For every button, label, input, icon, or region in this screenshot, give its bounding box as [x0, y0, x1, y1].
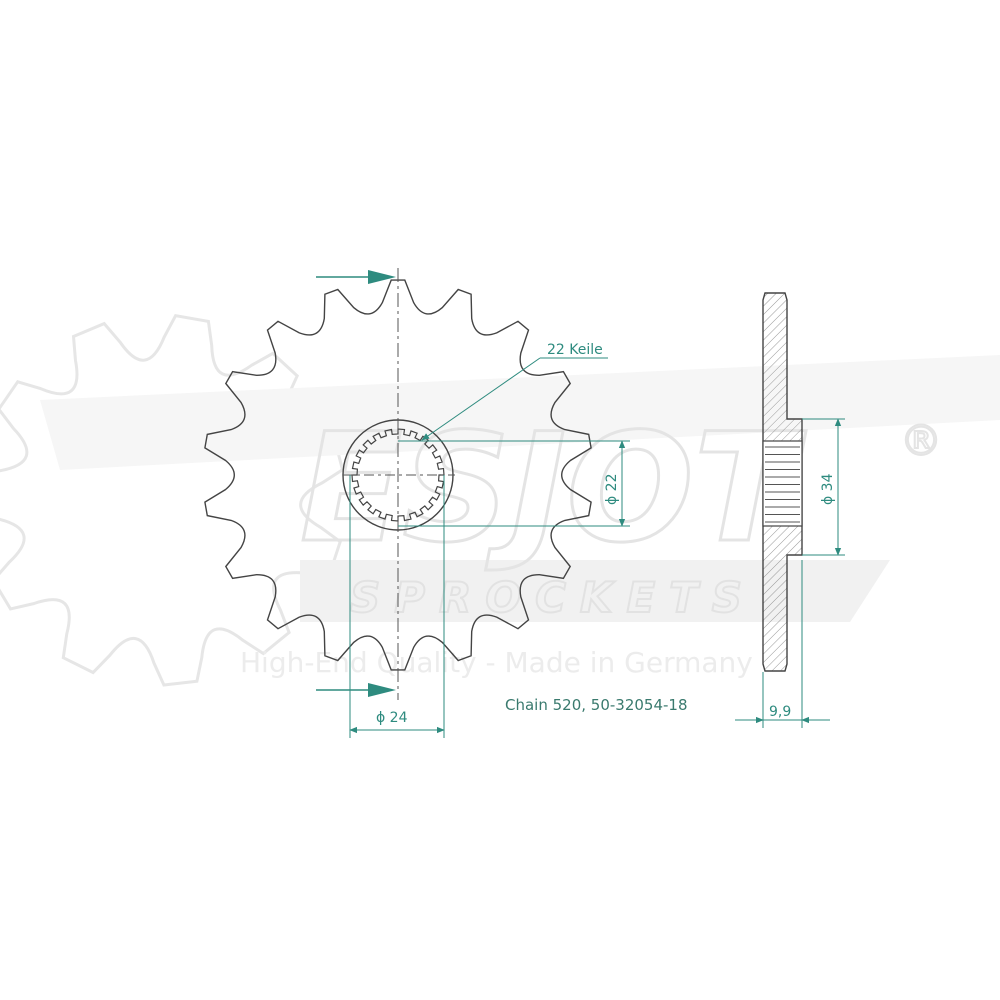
section-arrow-bottom: [316, 683, 396, 697]
watermark-swoosh: [40, 355, 1000, 470]
inner-diameter-dimension: [398, 440, 630, 527]
watermark-registered-mark: ®: [900, 416, 942, 465]
hub-diameter-dimension: [349, 475, 445, 738]
watermark-subtitle: SPROCKETS: [350, 573, 756, 622]
front-view: 22 Keile ϕ 22 ϕ 24: [204, 268, 630, 738]
hub-diameter-label: ϕ 24: [376, 710, 408, 726]
section-arrow-top: [316, 270, 396, 284]
spline-count-label: 22 Keile: [547, 342, 603, 358]
side-spline-lines: [765, 446, 800, 523]
spline-leader: [421, 357, 608, 441]
watermark-tagline: High-End Quality - Made in Germany: [240, 646, 753, 679]
inner-diameter-label: ϕ 22: [604, 474, 620, 506]
sprocket-outline: [204, 279, 592, 671]
watermark-brand: ESJOT: [300, 402, 807, 576]
side-bore: [762, 440, 803, 527]
side-diameter-dimension: [802, 418, 845, 556]
thickness-dimension: [735, 560, 830, 728]
watermark-gear-icon: [0, 314, 345, 687]
side-diameter-label: ϕ 34: [820, 473, 836, 505]
watermark: ESJOT ® SPROCKETS High-End Quality - Mad…: [0, 314, 1000, 687]
thickness-label: 9,9: [769, 704, 791, 720]
part-caption: Chain 520, 50-32054-18: [505, 696, 688, 714]
watermark-banner: [300, 560, 890, 622]
side-view: ϕ 34 9,9: [735, 292, 845, 728]
